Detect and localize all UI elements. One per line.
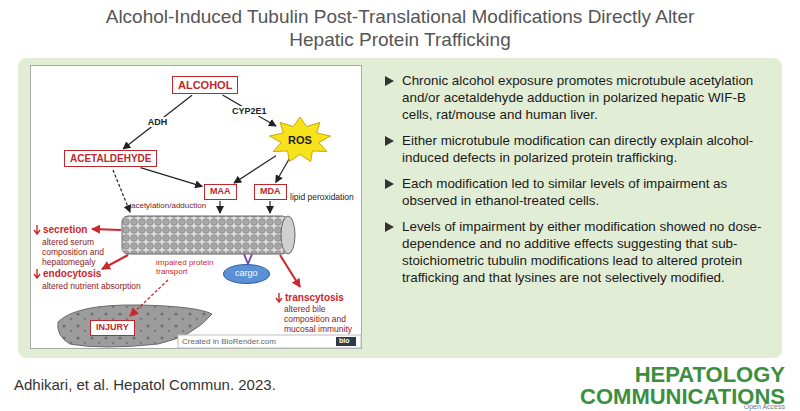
credit-badge: bio: [339, 337, 350, 345]
node-label: ACETALDEHYDE: [70, 153, 151, 164]
connector-arrow: [123, 95, 192, 148]
enzyme-label: CYP2E1: [230, 106, 269, 116]
connector-arrow: [140, 168, 202, 187]
effect-label: transcytosis: [285, 292, 344, 304]
process-note: lipid peroxidation: [290, 193, 354, 203]
effect-label: endocytosis: [43, 268, 101, 280]
node-label: cargo: [235, 269, 258, 279]
node-label: MAA: [210, 187, 231, 197]
effect-label: secretion: [43, 224, 87, 236]
node-label: MDA: [260, 187, 281, 197]
enzyme-label: ADH: [146, 117, 170, 127]
connector-arrow: [276, 159, 290, 183]
process-note: acetylation/adduction: [131, 201, 206, 210]
cargo-ellipse: cargo: [223, 264, 270, 284]
title: Alcohol-Induced Tubulin Post-Translation…: [90, 5, 710, 51]
mda-box: MDA: [254, 184, 287, 200]
effect-note: altered bile composition and mucosal imm…: [284, 305, 360, 334]
journal-name: HEPATOLOGY: [635, 362, 785, 387]
connector-arrow: [234, 156, 276, 183]
node-label: ROS: [268, 134, 332, 146]
process-note: impaired protein transport: [156, 258, 220, 276]
node-label: INJURY: [96, 323, 129, 333]
credit-text: Created in BioRender.com: [182, 337, 276, 346]
access-note: Open Access: [744, 403, 785, 411]
bullet-text: Either microtubule modification can dire…: [382, 132, 774, 166]
bullet-text: Chronic alcohol exposure promotes microt…: [382, 72, 774, 123]
citation: Adhikari, et al. Hepatol Commun. 2023.: [14, 376, 276, 393]
bullet-text: Levels of impairment by either modificat…: [382, 218, 774, 286]
ros-star: ROS: [268, 116, 332, 164]
acetaldehyde-box: ACETALDEHYDE: [64, 150, 157, 167]
node-label: ALCOHOL: [178, 79, 232, 91]
connector-arrow: [223, 95, 276, 126]
maa-box: MAA: [204, 184, 237, 200]
bullet-text: Each modification led to similar levels …: [382, 175, 774, 209]
injury-box: INJURY: [90, 320, 135, 336]
effect-note: altered nutrient absorption: [42, 282, 152, 292]
summary-panel: Chronic alcohol exposure promotes microt…: [18, 58, 782, 358]
effect-note: altered serum composition and hepatomega…: [42, 238, 120, 267]
alcohol-box: ALCOHOL: [172, 76, 238, 94]
